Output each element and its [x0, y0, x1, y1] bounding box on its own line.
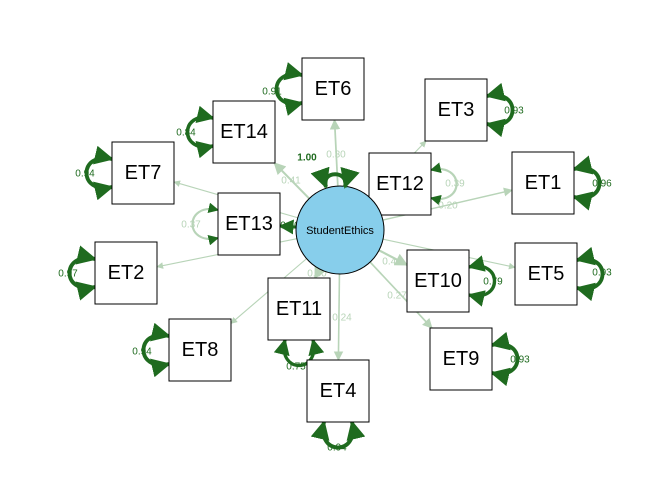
residual-label-et9: 0.93: [510, 355, 530, 366]
loading-path-et4: [333, 273, 344, 361]
indicator-box-et14: [212, 100, 276, 164]
residual-label-et2: 0.97: [58, 269, 78, 280]
loading-label-et1: 0.20: [438, 201, 458, 212]
indicator-box-et8: [168, 318, 232, 382]
loading-label-et13: 0.80: [280, 221, 300, 232]
indicator-label-et9: ET9: [443, 348, 480, 370]
indicator-label-et13: ET13: [225, 213, 273, 235]
loading-path-et13: [278, 219, 297, 235]
latent-label: StudentEthics: [306, 225, 374, 237]
residual-loop-et10: [467, 255, 496, 307]
residual-loop-et5: [575, 246, 605, 302]
loading-label-et9: 0.27: [387, 291, 407, 302]
latent-node-group: StudentEthics 1.00: [295, 153, 385, 275]
loading-path-et9: [369, 261, 433, 329]
residual-label-et7: 0.94: [75, 169, 95, 180]
residual-loop-et4: [310, 420, 366, 450]
latent-variance-label: 1.00: [297, 153, 317, 164]
edge-labels: 0.96 0.20 0.97 0.93 0.94 0.24 0.93 0.91 0.30 0.94…: [58, 87, 612, 454]
residual-loop-et3: [485, 82, 515, 138]
residual-label-et1: 0.96: [592, 179, 612, 190]
residual-label-et10: 0.79: [483, 277, 503, 288]
indicator-box-et7: [111, 141, 175, 205]
indicator-box-et2: [94, 241, 158, 305]
residual-loop-et2: [67, 245, 97, 301]
residual-label-et14: 0.84: [176, 128, 196, 139]
residual-label-et8: 0.94: [132, 347, 152, 358]
residual-loops: [67, 62, 605, 450]
residual-loop-et6: [274, 62, 304, 116]
indicator-label-et6: ET6: [315, 78, 352, 100]
indicator-label-et4: ET4: [320, 380, 357, 402]
loading-path-et14: [273, 162, 310, 200]
residual-loop-et12: [429, 162, 458, 206]
loading-label-et6: 0.30: [326, 150, 346, 161]
indicator-box-et10: [406, 249, 470, 313]
residual-loop-et9: [490, 331, 520, 387]
residual-loop-et11: [273, 338, 325, 367]
indicator-label-et1: ET1: [525, 172, 562, 194]
indicator-box-et12: [368, 152, 432, 216]
indicator-box-et5: [514, 242, 578, 306]
indicator-label-et7: ET7: [125, 162, 162, 184]
residual-loop-et14: [185, 105, 215, 159]
loading-label-et11: 0.50: [307, 269, 327, 280]
indicator-box-et3: [424, 78, 488, 142]
residual-loop-et13: [191, 202, 220, 246]
indicator-label-et12: ET12: [376, 173, 424, 195]
indicator-box-et1: [511, 151, 575, 215]
latent-variance-loop: [310, 166, 360, 189]
residual-label-et12: 0.39: [445, 179, 465, 190]
loading-label-et10: 0.46: [382, 257, 402, 268]
residual-loop-et1: [572, 155, 602, 211]
indicator-box-et11: [267, 277, 331, 341]
loading-path-et11: [314, 264, 327, 280]
indicator-box-et4: [306, 359, 370, 423]
loading-label-et14: 0.41: [281, 176, 301, 187]
indicator-label-et3: ET3: [438, 99, 475, 121]
indicator-label-et2: ET2: [108, 262, 145, 284]
loading-label-et4: 0.24: [332, 313, 352, 324]
residual-label-et13: 0.37: [181, 220, 201, 231]
residual-label-et4: 0.94: [327, 443, 347, 454]
indicator-label-et8: ET8: [182, 339, 219, 361]
indicator-box-et13: [217, 192, 281, 256]
indicator-box-et6: [301, 57, 365, 121]
residual-label-et11: 0.75: [286, 362, 306, 373]
residual-loop-et8: [141, 322, 171, 378]
residual-label-et6: 0.91: [262, 87, 282, 98]
indicator-label-et11: ET11: [276, 298, 322, 320]
loading-path-et10: [378, 249, 409, 266]
residual-loop-et7: [84, 145, 114, 201]
indicator-label-et14: ET14: [220, 121, 268, 143]
residual-label-et5: 0.93: [592, 268, 612, 279]
indicator-label-et10: ET10: [414, 270, 462, 292]
residual-label-et3: 0.93: [504, 106, 524, 117]
indicator-label-et5: ET5: [528, 263, 565, 285]
indicator-box-et9: [429, 327, 493, 391]
